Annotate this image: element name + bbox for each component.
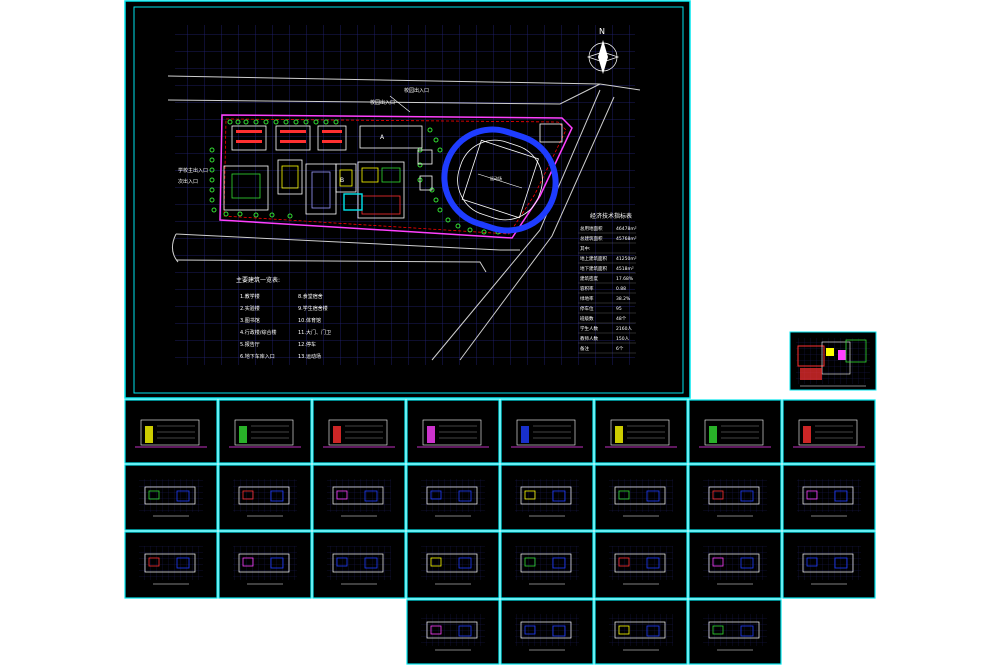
- legend-item: 6.地下车库入口: [240, 353, 275, 360]
- sheet-roof-plan-a[interactable]: [500, 464, 594, 531]
- stats-value: 45768m²: [616, 236, 637, 242]
- sheet-basement-plan-3[interactable]: [406, 599, 500, 665]
- building-legend: 主要建筑一览表: 1.教学楼 2.实验楼 3.图书馆 4.行政楼/综合楼 5.报告厅 6.…: [236, 276, 331, 360]
- legend-col1: 1.教学楼 2.实验楼 3.图书馆 4.行政楼/综合楼 5.报告厅 6.地下车库入口: [240, 293, 276, 360]
- field-label: 运动场: [490, 175, 502, 181]
- site-plan-thumbnail[interactable]: [789, 331, 877, 391]
- sheet-floor-plan-5[interactable]: [124, 531, 218, 599]
- legend-item: 9.学生宿舍楼: [298, 305, 328, 312]
- gate-west-label: 学校主出入口: [178, 167, 208, 174]
- stats-rows: 总用地面积 46478m² 总建筑面积 45768m² 其中: 地上建筑面积 41250m²…: [578, 225, 637, 354]
- legend-item: 4.行政楼/综合楼: [240, 329, 276, 336]
- legend-item: 5.报告厅: [240, 341, 260, 348]
- stats-value: 38.2%: [616, 296, 631, 302]
- stats-value: 4518m²: [616, 266, 634, 272]
- legend-item: 1.教学楼: [240, 293, 260, 300]
- stats-value: 0.88: [616, 286, 626, 292]
- stats-value: 41250m²: [616, 256, 637, 262]
- stats-label: 地下建筑面积: [580, 265, 607, 272]
- sheet-basement-plan-1[interactable]: [406, 531, 500, 599]
- stats-label: 绿地率: [580, 295, 594, 302]
- stats-label: 建筑密度: [580, 275, 598, 282]
- sheet-detail-plans[interactable]: [688, 399, 782, 464]
- legend-col2: 8.食堂宿舍 9.学生宿舍楼 10.体育馆 11.大门、门卫 12.停车 13.运动场: [298, 293, 331, 360]
- dormitory-buildings: [231, 123, 563, 191]
- stats-value: 17.68%: [616, 276, 634, 282]
- stats-value: 48个: [616, 316, 627, 322]
- sheet-east-elevation[interactable]: [312, 399, 406, 464]
- stats-label: 总建筑面积: [580, 235, 603, 242]
- gate-west-2-label: 次出入口: [178, 178, 198, 185]
- sheet-floor-plan-3[interactable]: [312, 464, 406, 531]
- sheet-site-detail[interactable]: [406, 464, 500, 531]
- sheet-south-elevation[interactable]: [124, 399, 218, 464]
- stats-label: 容积率: [580, 285, 594, 292]
- sheet-stair-detail[interactable]: [688, 464, 782, 531]
- legend-item: 11.大门、门卫: [298, 329, 331, 336]
- legend-item: 10.体育馆: [298, 317, 321, 324]
- gate-east-label: 校园出入口: [404, 87, 429, 94]
- sheet-floor-plan-6[interactable]: [218, 531, 312, 599]
- stats-label: 总用地面积: [580, 225, 603, 232]
- roads: [167, 75, 641, 361]
- gate-markers: 校园出入口 校园出入口 学校主出入口 次出入口: [178, 87, 429, 185]
- sheet-floor-plan-7[interactable]: [312, 531, 406, 599]
- stats-value: 150人: [616, 336, 630, 342]
- sheet-floor-plan-4[interactable]: [782, 464, 876, 531]
- stats-value: 46478m²: [616, 226, 637, 232]
- sheet-roof-plan-b[interactable]: [594, 464, 688, 531]
- stats-value: 95: [616, 306, 622, 312]
- campus-boundary: [219, 114, 573, 239]
- stats-value: 6个: [616, 346, 624, 352]
- legend-item: 13.运动场: [298, 353, 321, 360]
- legend-item: 12.停车: [298, 341, 316, 348]
- stats-label: 备注: [580, 345, 589, 352]
- sports-field[interactable]: 运动场: [432, 117, 568, 243]
- stats-title: 经济技术指标表: [590, 212, 632, 220]
- legend-item: 2.实验楼: [240, 305, 260, 312]
- sheet-roof-plan-c[interactable]: [594, 531, 688, 599]
- building-a-label: A: [380, 134, 385, 141]
- sheet-north-elevation[interactable]: [406, 399, 500, 464]
- sheet-floor-plan-2[interactable]: [218, 464, 312, 531]
- stats-label: 其中:: [580, 245, 591, 252]
- drawing-sheet-grid: [124, 399, 876, 665]
- stats-label: 教师人数: [580, 335, 598, 342]
- north-compass-icon: N: [586, 27, 620, 74]
- legend-item: 3.图书馆: [240, 317, 260, 324]
- sheet-floor-plan-1[interactable]: [124, 464, 218, 531]
- stats-value: 2160人: [616, 326, 632, 332]
- sheet-west-elevation[interactable]: [782, 399, 876, 464]
- stats-label: 地上建筑面积: [580, 255, 607, 262]
- sheet-section[interactable]: [218, 399, 312, 464]
- north-mark: N: [599, 27, 605, 36]
- sheet-floor-plan-10[interactable]: [688, 599, 782, 665]
- sheet-floor-plan-8[interactable]: [688, 531, 782, 599]
- stats-table: 经济技术指标表 总用地面积 46478m² 总建筑面积 45768m² 其中: 地上建筑面…: [578, 212, 637, 354]
- sheet-basement-plan-5[interactable]: [594, 599, 688, 665]
- teaching-buildings: [223, 159, 405, 219]
- sheet-basement-plan-4[interactable]: [500, 599, 594, 665]
- sheet-elevation-b[interactable]: [594, 399, 688, 464]
- sheet-basement-plan-2[interactable]: [500, 531, 594, 599]
- legend-title: 主要建筑一览表:: [236, 276, 280, 284]
- legend-item: 8.食堂宿舍: [298, 293, 323, 300]
- stats-label: 班级数: [580, 315, 594, 322]
- stats-label: 学生人数: [580, 325, 598, 332]
- gate-mid-label: 校园出入口: [370, 99, 395, 106]
- sheet-floor-plan-9[interactable]: [782, 531, 876, 599]
- stats-label: 停车位: [580, 305, 594, 312]
- sheet-elevation-a[interactable]: [500, 399, 594, 464]
- site-grid: [175, 25, 635, 365]
- site-plan-sheet[interactable]: A B 运动场 校园出入口: [124, 0, 691, 399]
- building-b-label: B: [340, 177, 344, 184]
